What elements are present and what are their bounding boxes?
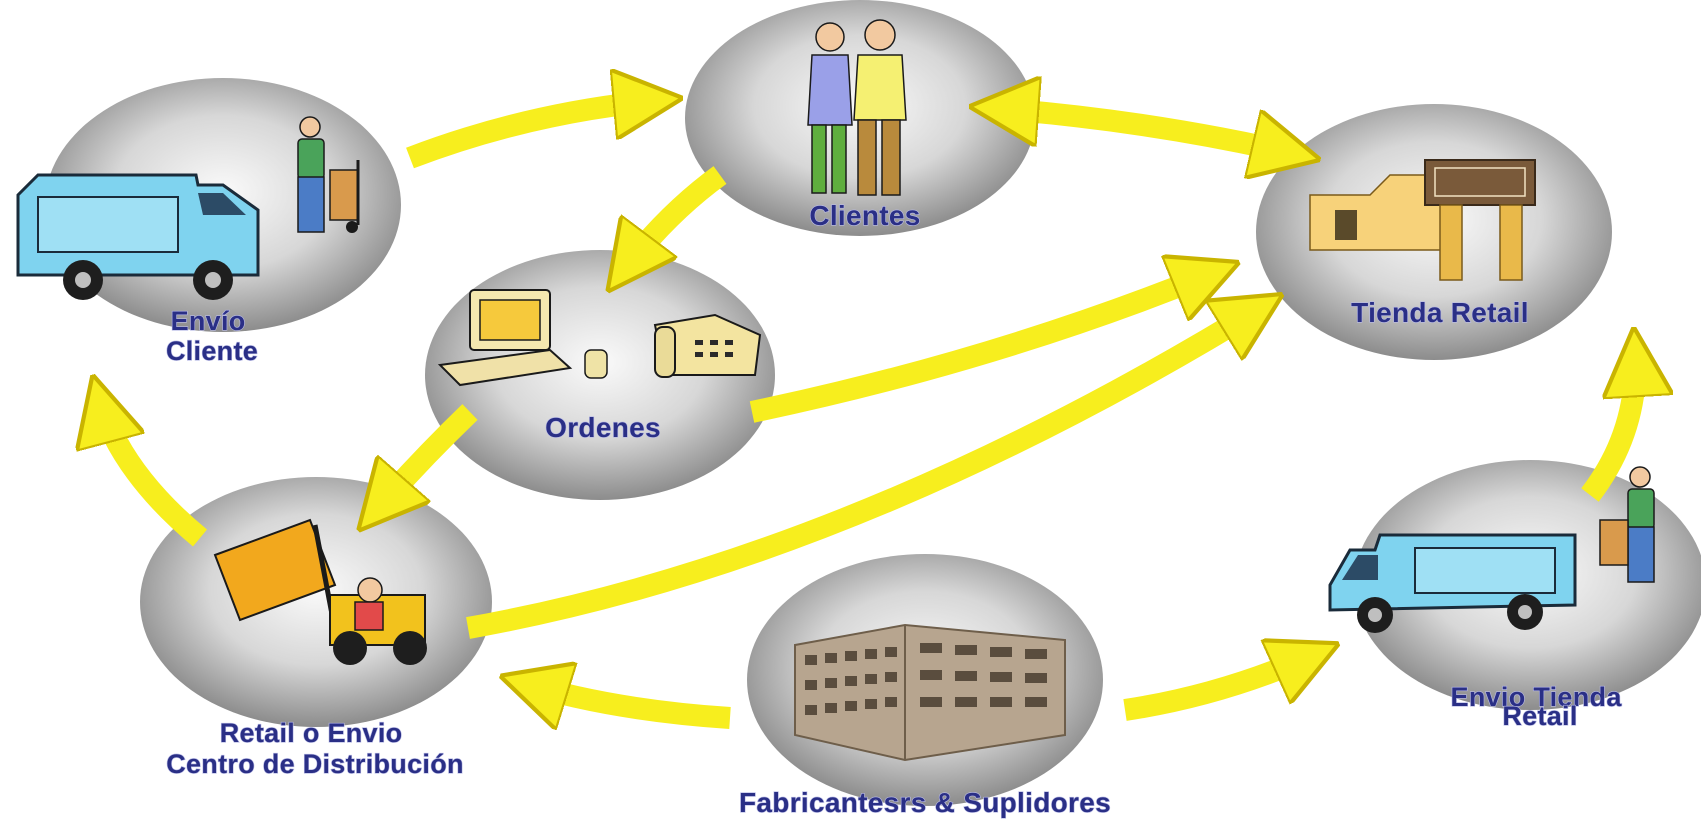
label-line: Fabricantesrs & Suplidores: [739, 787, 1111, 818]
label-line: Ordenes: [545, 412, 661, 443]
delivery-worker-icon: [297, 116, 360, 233]
arrow-envio-tienda-to-tienda: [1581, 348, 1635, 502]
factory-building-icon: [794, 623, 1066, 762]
label-centro-distribucion: Retail o Envio Centro de Distribución: [166, 718, 464, 779]
customers-couple-icon: [807, 19, 907, 196]
label-line: Centro de Distribución: [166, 749, 464, 779]
label-line: Retail o Envio: [220, 718, 403, 748]
delivery-truck-icon: [16, 173, 260, 300]
forklift-icon: [213, 518, 427, 665]
arrow-envio-to-clientes: [406, 100, 662, 169]
node-circle: [140, 477, 492, 727]
computer-icon: [437, 289, 608, 387]
flow-arrows: [98, 100, 1635, 718]
label-ordenes: Ordenes: [545, 412, 661, 443]
telephone-icon: [653, 313, 762, 378]
label-line: Tienda Retail: [1351, 297, 1529, 328]
retail-delivery-truck-icon: [1328, 533, 1577, 633]
label-tienda-retail: Tienda Retail: [1351, 297, 1529, 328]
arrow-ordenes-to-centro: [372, 404, 478, 515]
label-line: Clientes: [809, 200, 920, 231]
label-line: Envío: [171, 306, 246, 336]
arrow-fabricantes-to-envio-tienda: [1123, 652, 1320, 721]
label-envio-tienda: Envio Tienda Retail: [1451, 682, 1630, 731]
arrow-fabricantes-to-centro: [520, 682, 731, 718]
node-centro-distribucion: [140, 477, 492, 727]
arrow-centro-to-tienda: [466, 305, 1265, 639]
label-fabricantes: Fabricantesrs & Suplidores: [739, 787, 1111, 818]
arrow-clientes-to-ordenes: [620, 166, 727, 275]
label-line: Envio Tienda: [1451, 682, 1623, 712]
arrow-ordenes-to-tienda: [749, 270, 1220, 423]
label-envio-cliente: Envío Cliente: [166, 306, 258, 366]
label-line: Cliente: [166, 336, 258, 366]
retail-store-icon: [1309, 159, 1536, 281]
label-line: Retail: [1502, 701, 1577, 731]
retail-delivery-worker-icon: [1599, 466, 1655, 583]
label-clientes: Clientes: [809, 200, 920, 231]
arrow-centro-to-envio-cliente: [98, 395, 208, 547]
arrow-clientes-tienda: [990, 108, 1300, 155]
